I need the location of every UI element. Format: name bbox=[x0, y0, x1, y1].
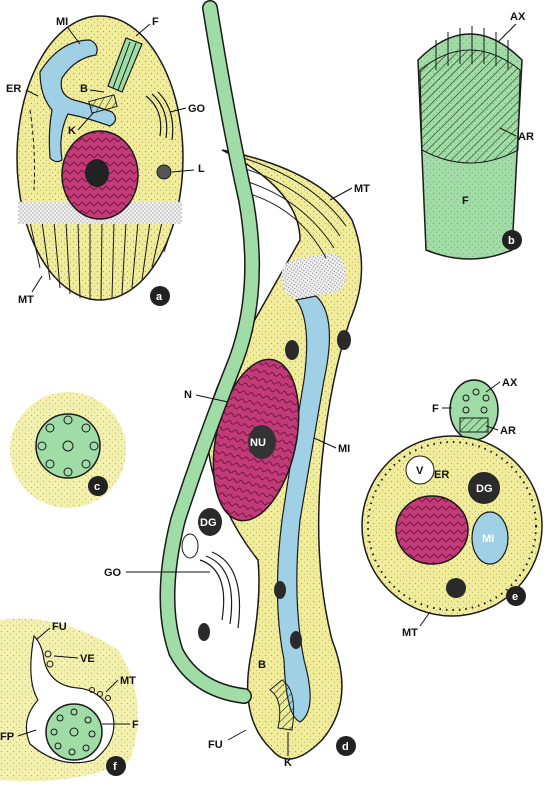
panel-f-vesicles bbox=[44, 650, 111, 701]
panel-a-mitochondrion bbox=[39, 39, 117, 163]
label-d-mi: MI bbox=[338, 443, 350, 455]
label-e-f: F bbox=[432, 403, 439, 415]
label-d-nu: NU bbox=[250, 437, 266, 449]
label-f-fu: FU bbox=[52, 621, 67, 633]
panel-a-microtubules bbox=[29, 221, 175, 301]
label-f-fp: FP bbox=[0, 731, 14, 743]
panel-c-axoneme-doublets bbox=[37, 415, 99, 477]
label-d-fu: FU bbox=[208, 739, 223, 751]
label-f-mt: MT bbox=[120, 675, 136, 687]
panel-d-dense-granule bbox=[198, 508, 222, 536]
panel-d-microtubules bbox=[229, 153, 347, 259]
label-b-ax: AX bbox=[510, 11, 526, 23]
panel-b: AX AR F b bbox=[417, 11, 534, 260]
label-e-v: V bbox=[416, 465, 424, 477]
panel-a-lipid bbox=[156, 164, 172, 180]
panel-a-er bbox=[29, 109, 35, 191]
label-f-ve: VE bbox=[80, 653, 95, 665]
label-a-mt: MT bbox=[18, 294, 34, 306]
label-d-b: B bbox=[258, 659, 266, 671]
label-b-ar: AR bbox=[518, 131, 534, 143]
panel-c: c bbox=[10, 392, 126, 508]
panel-a-golgi bbox=[145, 91, 174, 141]
panel-d-letter: d bbox=[342, 741, 349, 753]
panel-c-badge bbox=[88, 476, 108, 496]
panel-f: FU VE MT FP F f bbox=[0, 618, 139, 782]
panel-e: AX F AR ER V DG MI MT e bbox=[361, 377, 543, 639]
label-e-mi: MI bbox=[482, 533, 494, 545]
panel-d-stippled-band bbox=[281, 253, 347, 299]
panel-d-badge bbox=[336, 736, 356, 756]
panel-b-letter: b bbox=[508, 235, 515, 247]
panel-d-kinetoplast bbox=[269, 679, 295, 731]
panel-a-kinetoplast bbox=[88, 94, 118, 114]
label-a-l: L bbox=[198, 163, 205, 175]
label-a-mi: MI bbox=[56, 16, 68, 28]
label-d-k: K bbox=[284, 757, 292, 769]
label-d-go: GO bbox=[104, 567, 122, 579]
panel-a-letter: a bbox=[156, 291, 163, 303]
panel-f-badge bbox=[106, 756, 126, 776]
panel-e-nucleus bbox=[395, 495, 469, 565]
label-a-k: K bbox=[68, 125, 76, 137]
label-a-go: GO bbox=[188, 103, 206, 115]
panel-c-flagellum-cross-section bbox=[35, 413, 101, 479]
panel-d-granules bbox=[198, 330, 351, 649]
panel-e-vacuole bbox=[405, 455, 435, 485]
panel-e-badge bbox=[506, 586, 526, 606]
panel-e-mitochondrion bbox=[471, 511, 509, 565]
panel-d: MT N NU MI DG GO B FU K d bbox=[104, 0, 370, 769]
label-d-mt: MT bbox=[354, 183, 370, 195]
label-a-er: ER bbox=[6, 83, 21, 95]
label-d-n: N bbox=[184, 389, 192, 401]
panel-c-letter: c bbox=[94, 481, 100, 493]
label-e-ax: AX bbox=[502, 377, 518, 389]
label-e-ar: AR bbox=[500, 425, 516, 437]
label-f-f: F bbox=[132, 719, 139, 731]
label-b-f: F bbox=[462, 195, 469, 207]
label-e-er: ER bbox=[434, 469, 449, 481]
panel-d-nucleolus bbox=[248, 425, 276, 459]
panel-d-golgi bbox=[199, 551, 241, 629]
panel-a: MI F ER B GO K L MT a bbox=[6, 15, 206, 306]
panel-e-letter: e bbox=[512, 591, 518, 603]
panel-f-letter: f bbox=[113, 761, 117, 773]
panel-b-badge bbox=[502, 230, 522, 250]
panel-b-axoneme bbox=[435, 26, 509, 70]
panel-d-vacuole bbox=[181, 533, 199, 559]
label-e-mt: MT bbox=[402, 627, 418, 639]
panel-e-dense-granule bbox=[468, 472, 500, 504]
label-e-dg: DG bbox=[476, 483, 493, 495]
panel-b-paraxial-rod bbox=[419, 49, 521, 164]
label-a-b: B bbox=[80, 83, 88, 95]
label-a-f: F bbox=[152, 16, 159, 28]
panel-a-nucleolus bbox=[85, 159, 109, 187]
panel-a-flagellum bbox=[107, 37, 143, 93]
panel-a-badge bbox=[150, 286, 170, 306]
label-d-dg: DG bbox=[200, 517, 217, 529]
